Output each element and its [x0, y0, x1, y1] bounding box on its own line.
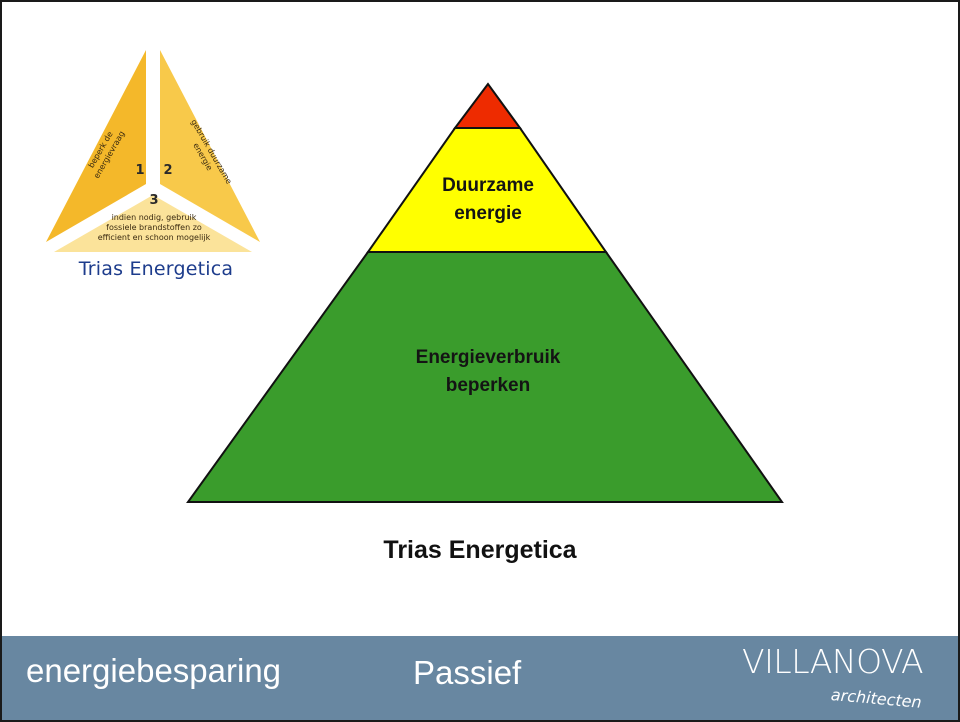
pyramid-middle-label-line2: energie [454, 203, 522, 224]
pyramid-middle-label-line1: Duurzame [442, 175, 534, 196]
logo-segment-2 [160, 50, 260, 242]
pyramid-bottom-label-line2: beperken [446, 375, 530, 396]
logo-triangle: beperk de energievraag gebruik duurzame … [45, 46, 261, 253]
logo-number-1: 1 [135, 163, 144, 178]
logo-caption: Trias Energetica [78, 258, 234, 280]
logo-seg3-line3: efficient en schoon mogelijk [98, 233, 211, 242]
pyramid-caption: Trias Energetica [383, 536, 577, 564]
footer-topic: energiebesparing [26, 652, 282, 689]
logo-segment-1 [46, 50, 146, 242]
pyramid-bottom-label-line1: Energieverbruik [416, 347, 561, 368]
trias-energetica-logo: beperk de energievraag gebruik duurzame … [36, 46, 276, 296]
footer-subtopic: Passief [413, 654, 522, 691]
trias-pyramid: Duurzame energie Energieverbruik beperke… [186, 82, 784, 503]
logo-segment-3 [54, 195, 252, 252]
villanova-logo-name: VILLANOVA [742, 642, 924, 681]
pyramid-bottom-green [186, 251, 784, 503]
logo-seg3-line2: fossiele brandstoffen zo [106, 223, 202, 232]
logo-number-3: 3 [149, 193, 158, 208]
footer-bar: energiebesparing Passief VILLANOVA archi… [2, 636, 958, 720]
villanova-logo-sub: architecten [830, 685, 923, 712]
logo-number-2: 2 [163, 163, 172, 178]
pyramid-top-red [453, 82, 522, 129]
logo-seg3-line1: indien nodig, gebruik [112, 213, 197, 222]
